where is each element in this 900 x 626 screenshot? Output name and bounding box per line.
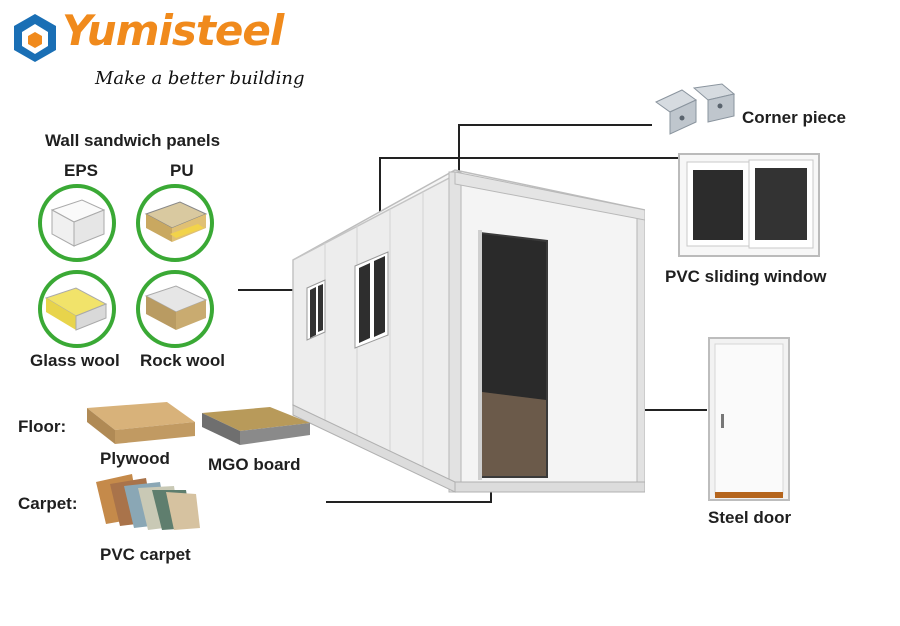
brand-tagline: Make a better building [95,68,305,89]
pu-panel-image [136,184,214,262]
eps-panel-image [38,184,116,262]
brand-name: Yumisteel [62,6,284,55]
mgo-board-image [200,405,312,456]
brand-logo-icon [12,12,58,62]
rock-wool-label: Rock wool [140,351,226,370]
plywood-label: Plywood [100,449,170,468]
plywood-image [85,400,197,455]
steel-door-image [707,336,791,507]
pvc-carpet-image [92,472,202,537]
line-corner [458,124,652,172]
pvc-window-image [677,152,821,263]
pu-label: PU [170,161,194,180]
wall-panels-title: Wall sandwich panels [45,131,221,150]
pvc-window-label: PVC sliding window [665,267,827,286]
corner-piece-label: Corner piece [742,108,846,127]
rock-wool-panel-image [136,270,214,348]
pvc-carpet-label: PVC carpet [100,545,191,564]
glass-wool-label: Glass wool [30,351,120,370]
floor-heading: Floor: [18,417,67,436]
glass-wool-panel-image [38,270,116,348]
carpet-heading: Carpet: [18,494,78,513]
steel-door-label: Steel door [708,508,792,527]
mgo-board-label: MGO board [208,455,301,474]
eps-label: EPS [64,161,99,180]
container-house-image [292,169,645,493]
corner-piece-image [652,82,738,147]
